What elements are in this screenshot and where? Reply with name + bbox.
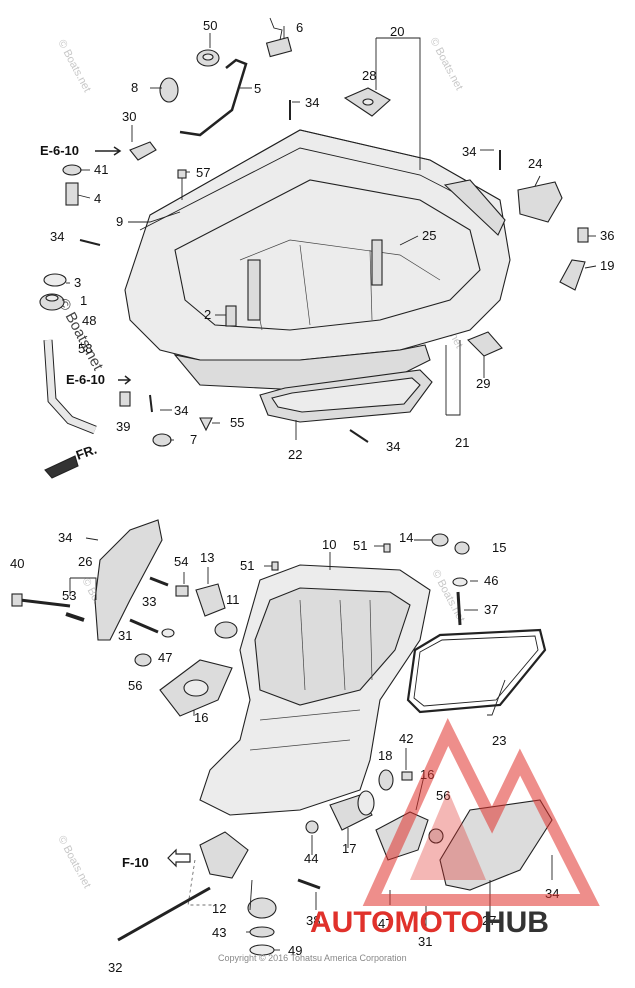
callout-1: 1 [80, 293, 87, 308]
arrow-icon [95, 146, 122, 156]
callout-34: 34 [58, 530, 72, 545]
callout-14: 14 [399, 530, 413, 545]
callout-4: 4 [94, 191, 101, 206]
callout-26: 26 [78, 554, 92, 569]
watermark-text: © Boats.net [427, 36, 465, 93]
brand-text: AUTOMOTOHUB [310, 906, 549, 939]
copyright-notice: Copyright © 2016 Tohatsu America Corpora… [218, 953, 407, 963]
callout-20: 20 [390, 24, 404, 39]
watermark-text: © Boats.net [55, 834, 93, 891]
callout-3: 3 [74, 275, 81, 290]
callout-16: 16 [194, 710, 208, 725]
front-direction-label: FR. [74, 442, 99, 463]
upper-small-parts [39, 17, 589, 479]
callout-7: 7 [190, 432, 197, 447]
callout-34: 34 [305, 95, 319, 110]
callout-33: 33 [142, 594, 156, 609]
callout-2: 2 [204, 307, 211, 322]
callout-17: 17 [342, 841, 356, 856]
callout-13: 13 [200, 550, 214, 565]
callout-34: 34 [462, 144, 476, 159]
brand-part-moto: MOTO [394, 906, 483, 939]
callout-11: 11 [226, 592, 240, 607]
reference-e-6-10: E-6-10 [66, 372, 105, 387]
callout-51: 51 [353, 538, 367, 553]
callout-36: 36 [600, 228, 614, 243]
callout-21: 21 [455, 435, 469, 450]
callout-34: 34 [174, 403, 188, 418]
callout-42: 42 [399, 731, 413, 746]
callout-53: 53 [62, 588, 76, 603]
bottom-cowling [124, 129, 511, 423]
callout-51: 51 [240, 558, 254, 573]
callout-32: 32 [108, 960, 122, 975]
callout-18: 18 [378, 748, 392, 763]
automotohub-logo: AUTOMOTOHUB [310, 718, 600, 939]
reference-e-6-10: E-6-10 [40, 143, 79, 158]
callout-15: 15 [492, 540, 506, 555]
callout-5: 5 [254, 81, 261, 96]
callout-57: 57 [196, 165, 210, 180]
arrow-icon [118, 375, 132, 385]
callout-28: 28 [362, 68, 376, 83]
callout-43: 43 [212, 925, 226, 940]
callout-40: 40 [10, 556, 24, 571]
callout-29: 29 [476, 376, 490, 391]
callout-8: 8 [131, 80, 138, 95]
callout-34: 34 [50, 229, 64, 244]
callout-47: 47 [158, 650, 172, 665]
callout-22: 22 [288, 447, 302, 462]
callout-56: 56 [128, 678, 142, 693]
callout-38: 38 [306, 913, 320, 928]
callout-39: 39 [116, 419, 130, 434]
callout-55: 55 [230, 415, 244, 430]
callout-12: 12 [212, 901, 226, 916]
reference-f-10: F-10 [122, 855, 149, 870]
callout-10: 10 [322, 537, 336, 552]
callout-50: 50 [203, 18, 217, 33]
callout-27: 27 [482, 913, 496, 928]
callout-44: 44 [304, 851, 318, 866]
watermark-text: © Boats.net [429, 568, 467, 625]
callout-37: 37 [484, 602, 498, 617]
brand-part-auto: AUTO [310, 906, 394, 939]
callout-25: 25 [422, 228, 436, 243]
callout-19: 19 [600, 258, 614, 273]
callout-48: 48 [82, 313, 96, 328]
callout-49: 49 [288, 943, 302, 958]
callout-9: 9 [116, 214, 123, 229]
callout-41: 41 [94, 162, 108, 177]
callouts: 50 6 20 28 8 5 34 30 34 24 41 57 4 9 34 … [10, 18, 614, 975]
callout-47: 47 [378, 916, 392, 931]
upper-leaders [62, 26, 597, 441]
callout-34: 34 [386, 439, 400, 454]
callout-24: 24 [528, 156, 542, 171]
callout-30: 30 [122, 109, 136, 124]
reference-labels: E-6-10 E-6-10 F-10 FR. [40, 143, 149, 870]
callout-31: 31 [118, 628, 132, 643]
brand-part-hub: HUB [484, 906, 549, 939]
callout-6: 6 [296, 20, 303, 35]
watermark-text: © Boats.net [55, 38, 93, 95]
callout-54: 54 [174, 554, 188, 569]
callout-23: 23 [492, 733, 506, 748]
callout-31: 31 [418, 934, 432, 949]
callout-56: 56 [436, 788, 450, 803]
callout-58: 58 [78, 341, 92, 356]
callout-46: 46 [484, 573, 498, 588]
